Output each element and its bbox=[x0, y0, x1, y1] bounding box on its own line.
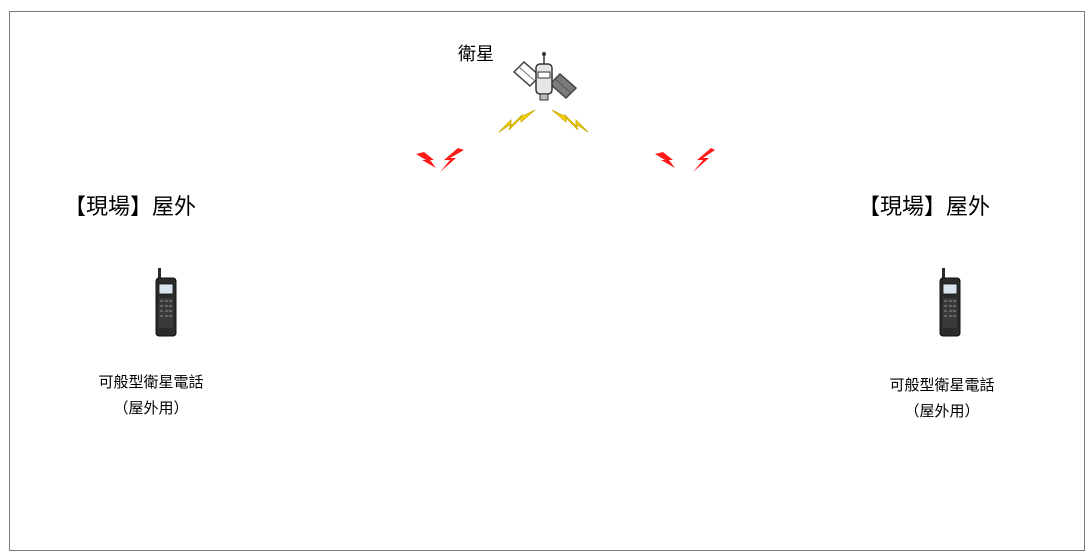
lightning-icon bbox=[653, 146, 715, 178]
satellite-label: 衛星 bbox=[458, 44, 494, 65]
device-name: 可般型衛星電話 bbox=[98, 373, 204, 391]
site-title: 【現場】屋外 bbox=[64, 195, 197, 220]
device-name: 可般型衛星電話 bbox=[889, 376, 995, 394]
satellite-icon bbox=[510, 50, 580, 114]
satellite-phone-icon bbox=[154, 268, 178, 342]
device-caption: 可般型衛星電話 （屋外用） bbox=[51, 369, 251, 421]
lightning-icon bbox=[414, 146, 470, 178]
lightning-icon bbox=[497, 108, 539, 138]
device-note: （屋外用） bbox=[904, 402, 980, 420]
lightning-icon bbox=[548, 108, 590, 138]
device-caption: 可般型衛星電話 （屋外用） bbox=[842, 372, 1042, 424]
satellite-phone-icon bbox=[938, 268, 962, 342]
site-title: 【現場】屋外 bbox=[858, 195, 991, 220]
device-note: （屋外用） bbox=[113, 399, 189, 417]
